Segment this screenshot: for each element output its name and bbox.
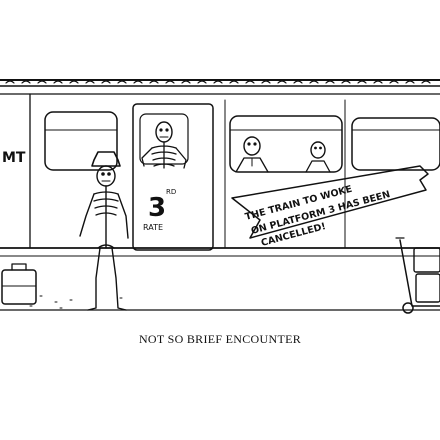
platform-debris [29,295,123,309]
suitcase-icon [1,263,37,305]
standing-skeleton-icon [79,151,129,311]
train-carriage [0,79,440,257]
skeleton-in-door-icon [141,121,187,169]
class-suffix: RD [166,188,176,196]
cartoon-caption: NOT SO BRIEF ENCOUNTER [138,332,302,346]
class-number: 3 [148,193,166,223]
passenger-skeleton-icon [235,136,269,173]
class-sign: 3 RD RATE [143,188,176,232]
carriage-side-lettering: MT [2,150,26,166]
announcement-banner: THE TRAIN TO WOKE ON PLATFORM 3 HAS BEEN… [231,165,429,249]
hat-icon [91,151,121,167]
cartoon-illustration: MT 3 RD RATE THE TRAIN TO WOKE ON PLATFO… [0,79,440,314]
passenger-skeleton-icon [305,141,331,173]
luggage-trolley-icon [395,237,440,314]
class-word: RATE [143,223,163,232]
